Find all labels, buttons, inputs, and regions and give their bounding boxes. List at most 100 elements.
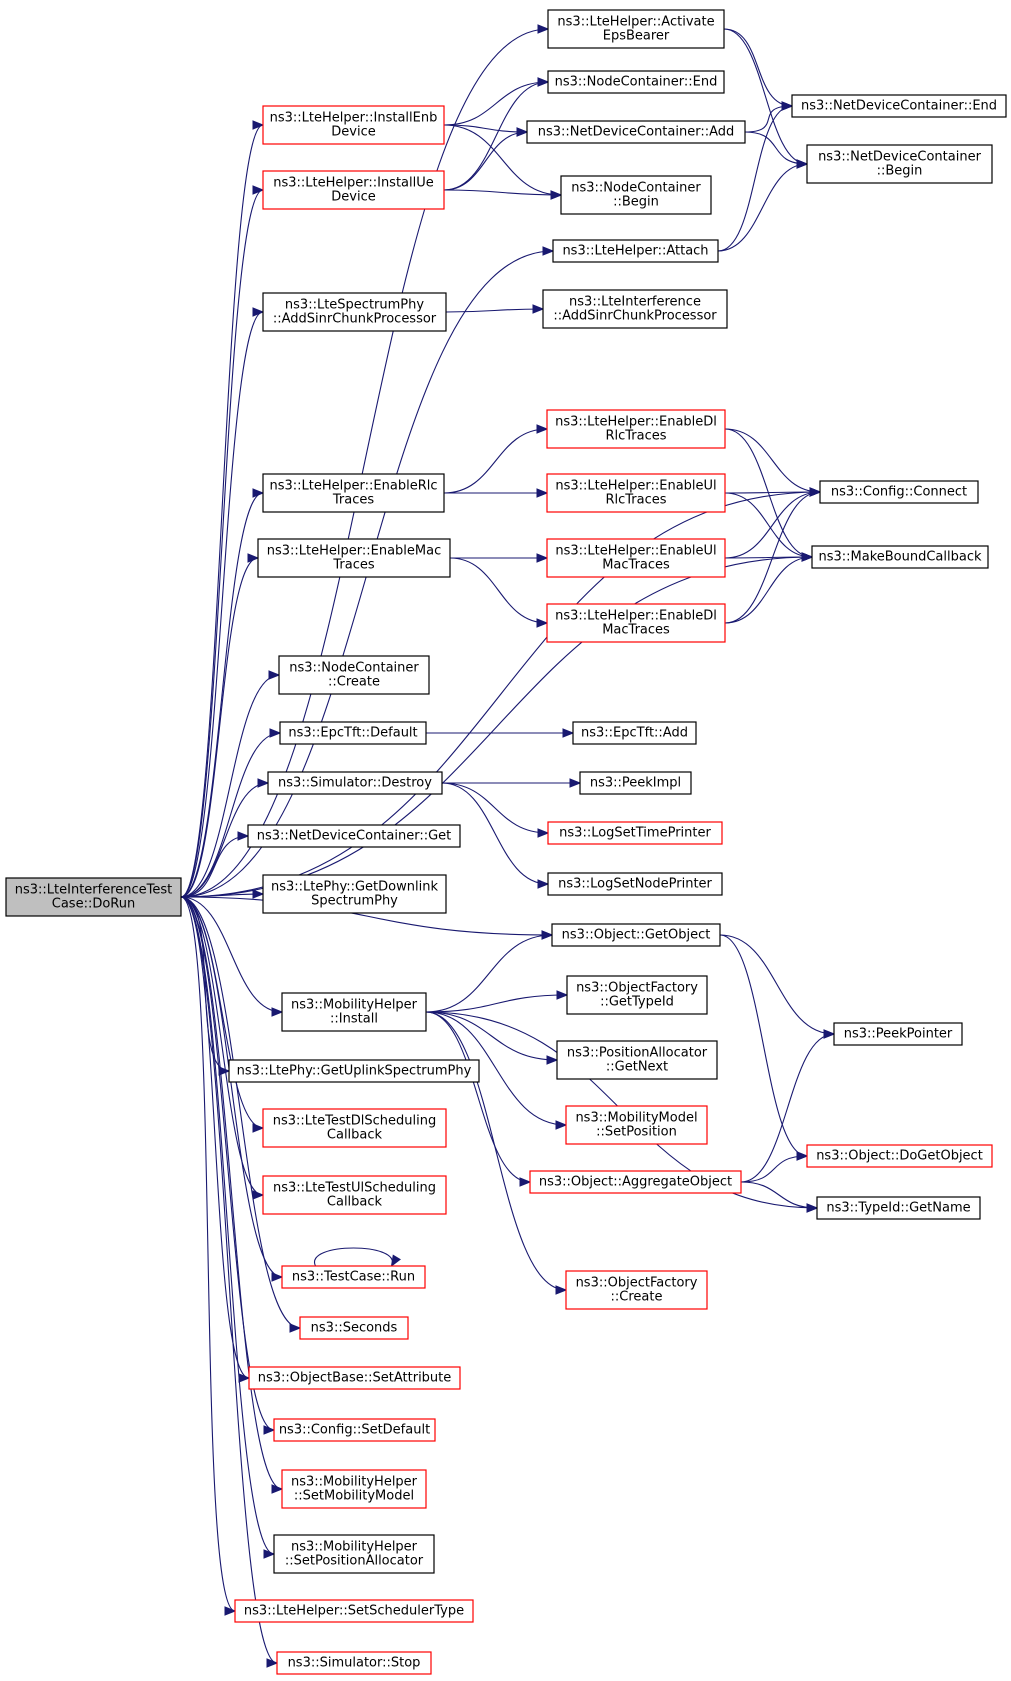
- node-label: ns3::TypeId::GetName: [826, 1201, 970, 1216]
- node-set-posalloc[interactable]: ns3::MobilityHelper::SetPositionAllocato…: [273, 1534, 435, 1574]
- edge-line: [449, 557, 548, 624]
- edge-line: [717, 105, 793, 252]
- node-box: [228, 1059, 480, 1083]
- edge-arrowhead: [536, 618, 549, 628]
- node-set-attr[interactable]: ns3::ObjectBase::SetAttribute: [248, 1366, 461, 1390]
- node-label: ns3::LteInterferenceTest: [15, 883, 173, 898]
- node-box: [281, 1265, 426, 1289]
- node-log-time[interactable]: ns3::LogSetTimePrinter: [547, 821, 723, 845]
- edge-line: [724, 492, 813, 558]
- node-config-connect[interactable]: ns3::Config::Connect: [819, 480, 979, 504]
- node-label: MacTraces: [602, 623, 670, 638]
- edge-arrowhead: [542, 246, 555, 256]
- edge-line: [180, 28, 549, 898]
- edge-root-to-enable_mac: [180, 553, 260, 898]
- node-nc-create[interactable]: ns3::NodeContainer::Create: [278, 655, 430, 695]
- node-peek-pointer[interactable]: ns3::PeekPointer: [833, 1022, 963, 1046]
- edge-arrowhead: [555, 1120, 568, 1130]
- node-label: ::GetNext: [606, 1060, 668, 1075]
- node-get-object[interactable]: ns3::Object::GetObject: [551, 923, 721, 947]
- node-box: [572, 721, 697, 745]
- edge-arrowhead: [252, 185, 265, 195]
- edge-line: [744, 131, 808, 165]
- node-tc-run[interactable]: ns3::TestCase::Run: [281, 1265, 426, 1289]
- edge-arrowhead: [823, 1029, 836, 1039]
- node-box: [547, 70, 725, 94]
- node-set-default[interactable]: ns3::Config::SetDefault: [273, 1418, 436, 1442]
- edge-arrowhead: [266, 1658, 279, 1668]
- edge-mob_install-to-of_create: [425, 1011, 568, 1295]
- node-log-node[interactable]: ns3::LogSetNodePrinter: [547, 872, 723, 896]
- edge-aggregate-to-do_get_object: [740, 1151, 809, 1183]
- node-sim-stop[interactable]: ns3::Simulator::Stop: [276, 1651, 432, 1675]
- node-ndc-get[interactable]: ns3::NetDeviceContainer::Get: [247, 824, 461, 848]
- node-label: ns3::LteTestDlScheduling: [273, 1114, 436, 1129]
- node-box: [806, 144, 993, 184]
- node-label: ns3::TestCase::Run: [292, 1270, 415, 1285]
- edge-install_ue-to-ndc_add: [443, 127, 529, 191]
- node-of-gettypeid[interactable]: ns3::ObjectFactory::GetTypeId: [566, 975, 708, 1015]
- node-label: ns3::ObjectFactory: [576, 1276, 698, 1291]
- node-ndc-add[interactable]: ns3::NetDeviceContainer::Add: [526, 120, 746, 144]
- node-seconds[interactable]: ns3::Seconds: [299, 1316, 409, 1340]
- edge-line: [441, 782, 549, 834]
- node-pa-getnext[interactable]: ns3::PositionAllocator::GetNext: [556, 1040, 718, 1080]
- node-typeid-getname[interactable]: ns3::TypeId::GetName: [816, 1196, 981, 1220]
- edge-arrowhead: [541, 930, 554, 940]
- edge-enable_mac-to-enable_dl_mac: [449, 557, 549, 628]
- edge-enable_rlc-to-enable_ul_rlc: [443, 488, 549, 498]
- node-nc-end[interactable]: ns3::NodeContainer::End: [547, 70, 725, 94]
- node-epctft-add[interactable]: ns3::EpcTft::Add: [572, 721, 697, 745]
- node-li-addsinr[interactable]: ns3::LteInterference::AddSinrChunkProces…: [542, 289, 728, 329]
- node-set-sched[interactable]: ns3::LteHelper::SetSchedulerType: [234, 1599, 474, 1623]
- edge-arrowhead: [555, 1285, 568, 1295]
- node-box: [546, 409, 726, 449]
- node-label: RlcTraces: [605, 493, 666, 508]
- node-make-bound[interactable]: ns3::MakeBoundCallback: [811, 545, 989, 569]
- node-mm-setpos[interactable]: ns3::MobilityModel::SetPosition: [565, 1105, 708, 1145]
- edge-mob_install-to-get_object: [425, 930, 554, 1013]
- node-epctft-default[interactable]: ns3::EpcTft::Default: [279, 721, 427, 745]
- node-sim-destroy[interactable]: ns3::Simulator::Destroy: [267, 771, 443, 795]
- node-ndc-begin[interactable]: ns3::NetDeviceContainer::Begin: [806, 144, 993, 184]
- node-get-ul-phy[interactable]: ns3::LtePhy::GetUplinkSpectrumPhy: [228, 1059, 480, 1083]
- edge-line: [740, 1155, 808, 1183]
- node-attach[interactable]: ns3::LteHelper::Attach: [552, 239, 719, 263]
- edge-enable_mac-to-enable_ul_mac: [450, 553, 549, 563]
- node-of-create[interactable]: ns3::ObjectFactory::Create: [565, 1270, 708, 1310]
- node-do-get-object[interactable]: ns3::Object::DoGetObject: [806, 1144, 993, 1168]
- edge-arrowhead: [516, 127, 529, 137]
- node-peek-impl[interactable]: ns3::PeekImpl: [579, 771, 692, 795]
- edge-line: [180, 896, 278, 1664]
- node-ndc-end[interactable]: ns3::NetDeviceContainer::End: [791, 94, 1007, 118]
- node-label: ns3::NodeContainer: [571, 181, 701, 196]
- node-box: [542, 289, 728, 329]
- edge-root-to-epctft_default: [180, 728, 282, 898]
- node-aggregate[interactable]: ns3::Object::AggregateObject: [529, 1170, 742, 1194]
- node-nc-begin[interactable]: ns3::NodeContainer::Begin: [560, 175, 712, 215]
- edge-sim_destroy-to-peek_impl: [441, 778, 582, 788]
- node-mob-install[interactable]: ns3::MobilityHelper::Install: [281, 992, 427, 1032]
- edge-line: [724, 556, 813, 624]
- node-set-mobility[interactable]: ns3::MobilityHelper::SetMobilityModel: [281, 1469, 427, 1509]
- node-sp-addsinr[interactable]: ns3::LteSpectrumPhy::AddSinrChunkProcess…: [262, 292, 447, 332]
- node-label: ns3::LteHelper::SetSchedulerType: [244, 1604, 464, 1619]
- node-box: [248, 1366, 461, 1390]
- node-label: ns3::LteHelper::EnableUl: [555, 479, 716, 494]
- edge-sim_destroy-to-log_node: [441, 782, 550, 889]
- edge-root-to-sim_destroy: [180, 778, 270, 898]
